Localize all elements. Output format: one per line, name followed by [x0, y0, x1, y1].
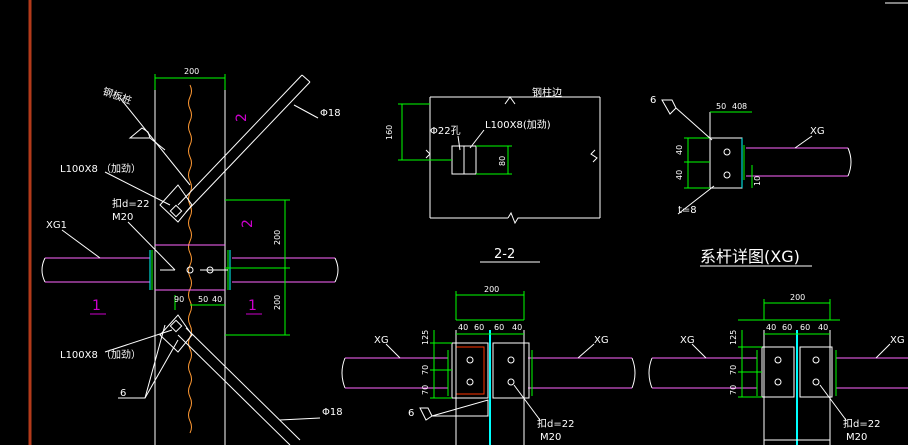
xg-detail-40a: 40 [675, 145, 684, 155]
b1-bolt-leader [513, 384, 541, 421]
section-1b: 1 [248, 298, 257, 314]
b2-xg-r: XG [890, 335, 905, 346]
sec22-top-label: 钢柱边 [532, 86, 562, 99]
hole-label-left: 扣d=22 [112, 197, 149, 210]
section-2-2-dims [398, 103, 512, 175]
xg-detail-40: 40 [732, 102, 742, 111]
b1-40b: 40 [512, 323, 522, 332]
b2-70a: 70 [729, 365, 738, 375]
b2-bolt: M20 [846, 432, 867, 443]
b2-60b: 60 [800, 323, 810, 332]
six-left-label: 6 [120, 388, 126, 399]
b1-70a: 70 [421, 365, 430, 375]
b2-40a: 40 [766, 323, 776, 332]
gusset-plate-label: 钢板桩 [101, 85, 134, 107]
b2-200: 200 [790, 293, 805, 302]
b2-40b: 40 [818, 323, 828, 332]
member-xg1 [41, 250, 175, 290]
b1-70b: 70 [421, 385, 430, 395]
b1-xg-r-leader [577, 343, 595, 359]
bottom-detail-2-dims [738, 299, 840, 398]
xg-detail-8: 8 [742, 102, 747, 111]
dim-200-vert-a: 200 [273, 230, 282, 245]
rod-phi-top-leader [293, 104, 319, 119]
six-left-leader-2 [144, 339, 179, 399]
b1-xg-l: XG [374, 335, 389, 346]
b1-weld-leader [431, 399, 489, 417]
b1-125: 125 [421, 330, 430, 345]
sec22-hole-leader [457, 135, 461, 151]
angle-top-leader [104, 171, 171, 206]
angle-bottom-label: L100X8 （加劲） [60, 349, 141, 361]
xg-detail [709, 112, 852, 189]
xg-detail-weld-leader [675, 107, 713, 141]
b2-xg-l-leader [691, 343, 707, 359]
bottom-detail-2 [648, 330, 908, 445]
rod-phi-bottom-leader [279, 417, 321, 421]
rod-phi-bottom-label: Φ18 [322, 407, 343, 418]
angle-top-label: L100X8 （加劲） [60, 163, 141, 175]
b1-bolt: M20 [540, 432, 561, 443]
b2-hole: 扣d=22 [843, 417, 880, 430]
dim-40: 40 [212, 295, 222, 304]
b2-70b: 70 [729, 385, 738, 395]
xg1-label: XG1 [46, 220, 67, 231]
b2-xg-l: XG [680, 335, 695, 346]
b2-60a: 60 [782, 323, 792, 332]
b1-xg-l-leader [385, 343, 401, 359]
b1-hole: 扣d=22 [537, 417, 574, 430]
xg-detail-weld-symbol [661, 99, 677, 115]
flag-marker-top [128, 127, 151, 139]
dim-90: 90 [174, 295, 184, 304]
xg-detail-six: 6 [650, 95, 656, 106]
b1-60a: 60 [474, 323, 484, 332]
b2-xg-r-leader [875, 343, 891, 359]
xg-detail-title: 系杆详图(XG) [700, 247, 800, 266]
elevation-dimensions [154, 74, 290, 336]
dim-50: 50 [198, 295, 208, 304]
xg-detail-t-leader [677, 185, 715, 215]
xg-detail-10: 10 [753, 176, 762, 186]
flag-marker-leader [149, 137, 166, 151]
b2-125: 125 [729, 330, 738, 345]
sec22-title: 2-2 [494, 247, 515, 262]
sec22-80: 80 [498, 156, 507, 166]
xg-detail-40b: 40 [675, 170, 684, 180]
b1-60b: 60 [494, 323, 504, 332]
b2-bolt-leader [819, 384, 847, 421]
section-2a: 2 [234, 113, 250, 122]
member-xg-right [200, 250, 339, 290]
bottom-detail-1-dims [430, 291, 525, 399]
bolts-elevation [169, 204, 214, 333]
section-2-2 [425, 96, 601, 225]
xg-detail-dims [684, 111, 753, 189]
sec22-angle-leader [469, 129, 485, 149]
elevation-view [154, 74, 311, 445]
b1-40a: 40 [458, 323, 468, 332]
b1-six: 6 [408, 408, 414, 419]
rod-phi-top-label: Φ18 [320, 108, 341, 119]
sec22-angle-label: L100X8(加劲) [485, 119, 551, 131]
b1-xg-r: XG [594, 335, 609, 346]
dim-200-vert-b: 200 [273, 295, 282, 310]
section-2b: 2 [240, 219, 256, 228]
section-1a: 1 [92, 298, 101, 314]
bottom-detail-1 [341, 330, 636, 445]
angle-bottom-leader [104, 329, 173, 353]
xg-detail-xg: XG [810, 126, 825, 137]
b1-200: 200 [484, 285, 499, 294]
xg1-leader [61, 229, 101, 259]
xg-detail-t: t=8 [678, 205, 697, 216]
bolt-label-left: M20 [112, 212, 133, 223]
xg-detail-xg-leader [794, 135, 813, 149]
sec22-160: 160 [385, 125, 394, 140]
bolt-leader-left [127, 221, 176, 271]
dim-200-top: 200 [184, 67, 199, 76]
xg-detail-50: 50 [716, 102, 726, 111]
b1-weld-symbol [419, 407, 433, 421]
sec22-hole-label: Φ22孔 [430, 125, 461, 137]
